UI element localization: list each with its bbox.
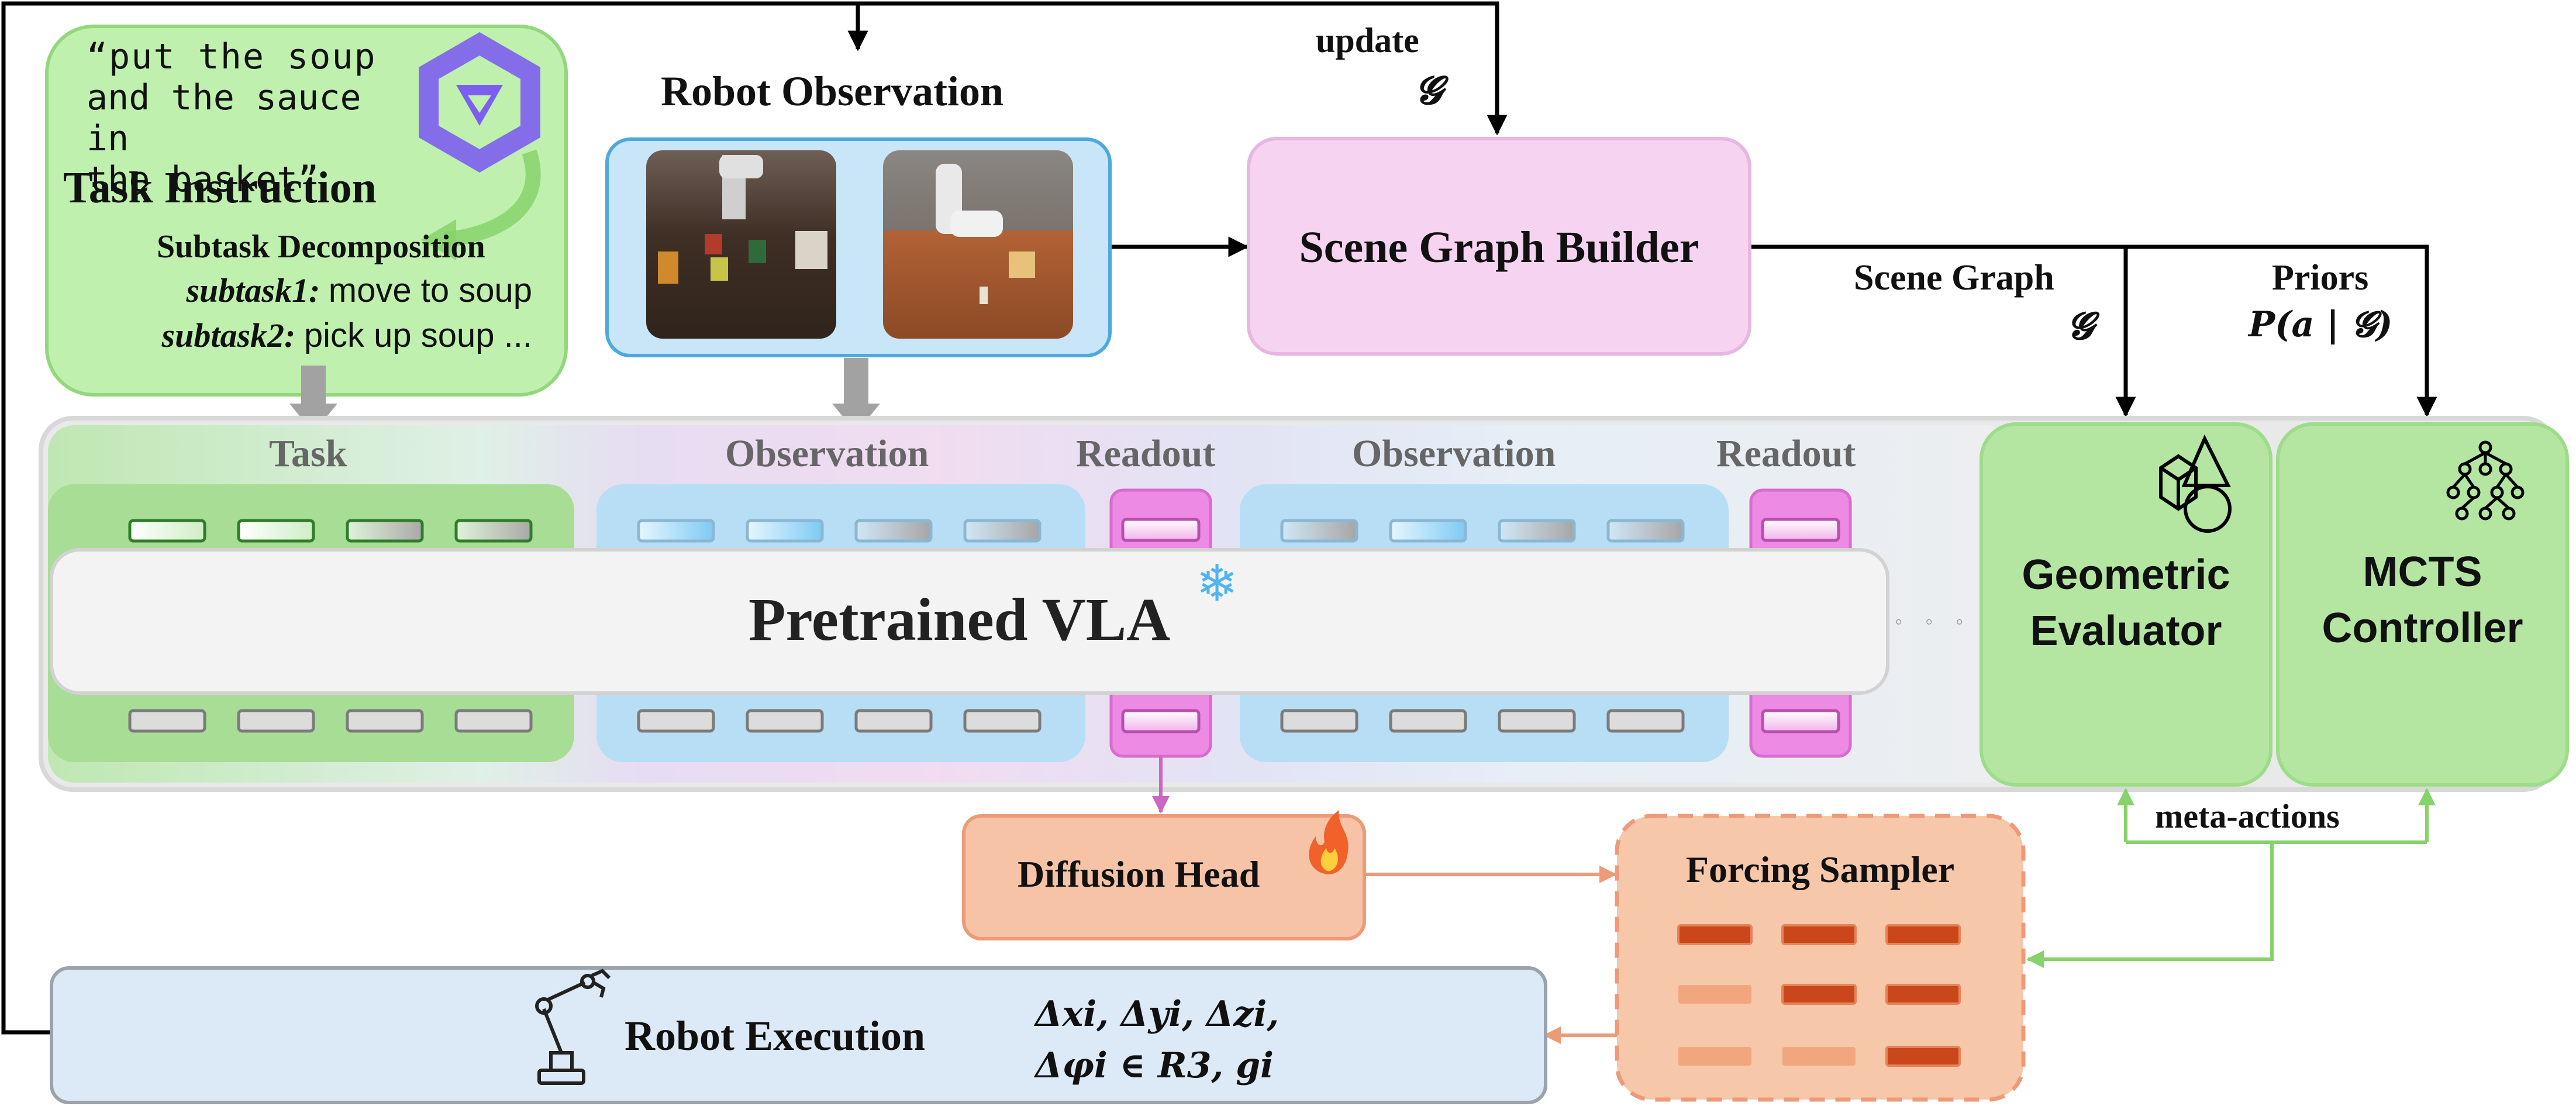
observation-tokens-top-2 — [1280, 519, 1685, 543]
geometric-evaluator-box — [1980, 422, 2272, 787]
mcts-controller-label: MCTS Controller — [2278, 544, 2567, 656]
vla-label-observation-2: Observation — [1352, 432, 1556, 475]
vla-label-readout-2: Readout — [1716, 432, 1856, 475]
task-quote-line-3: the basket” — [87, 159, 319, 200]
execution-formula-line-1: Δxi, Δyi, Δzi, — [1035, 994, 1280, 1035]
task-quote: “put the soup and the sauce in the baske… — [87, 36, 414, 200]
subtask-1-label: subtask1: — [186, 271, 320, 309]
subtask-2-label: subtask2: — [161, 316, 296, 354]
task-tokens-top — [128, 519, 533, 543]
vla-label-readout-1: Readout — [1076, 432, 1216, 475]
readout-token-bottom-2 — [1761, 709, 1840, 733]
green-curved-arrow-icon — [443, 149, 541, 247]
readout-token-top-1 — [1121, 518, 1201, 542]
update-label: update — [1316, 21, 1419, 60]
readout-token-top-2 — [1761, 518, 1840, 542]
observation-tokens-top-1 — [637, 519, 1042, 543]
readout-token-bottom-1 — [1121, 709, 1201, 733]
robot-execution-box — [50, 966, 1547, 1104]
meta-actions-label: meta-actions — [2155, 797, 2340, 835]
subtask-line-1: subtask1: move to soup — [186, 271, 532, 310]
observation-image-2 — [883, 150, 1073, 339]
task-quote-line-2: and the sauce in — [87, 77, 361, 159]
robot-observation-box — [605, 137, 1112, 357]
pretrained-vla-title: Pretrained VLA — [749, 586, 1171, 653]
mcts-controller-box — [2276, 422, 2569, 787]
geometric-evaluator-label: Geometric Evaluator — [1981, 547, 2271, 659]
geometric-evaluator-line-1: Geometric — [2022, 552, 2230, 598]
scene-graph-arrows — [1750, 244, 2437, 418]
pretrained-vla-bar — [50, 548, 1889, 695]
geometric-evaluator-line-2: Evaluator — [2030, 608, 2222, 654]
mcts-controller-line-1: MCTS — [2363, 549, 2482, 595]
vla-label-observation-1: Observation — [725, 432, 929, 475]
update-graph-symbol: 𝓖 — [1415, 67, 1443, 113]
subtask-2-text: pick up soup ... — [304, 316, 532, 354]
subtask-decomposition-title: Subtask Decomposition — [157, 229, 485, 265]
scene-graph-builder-box — [1247, 137, 1751, 356]
mcts-controller-line-2: Controller — [2322, 605, 2523, 652]
task-instruction-box — [45, 25, 568, 397]
subtask-line-2: subtask2: pick up soup ... — [162, 316, 532, 355]
vla-label-task: Task — [269, 432, 347, 475]
robot-observation-title: Robot Observation — [661, 68, 1004, 115]
task-instruction-title: Task Instruction — [63, 163, 377, 212]
scene-graph-symbol: 𝓖 — [2067, 304, 2094, 348]
subtask-1-text: move to soup — [328, 271, 532, 309]
vla-ellipsis: ◦ ◦ ◦ — [1895, 609, 1972, 634]
forcing-sampler-box — [1615, 814, 2026, 1102]
execution-formula-line-2: Δφi ∈ R3, gi — [1035, 1045, 1274, 1086]
observation-image-1 — [646, 150, 836, 339]
snowflake-icon: ❄ — [1196, 554, 1239, 613]
scene-graph-builder-label: Scene Graph Builder — [1299, 223, 1699, 272]
sampler-token-grid — [1677, 924, 1961, 1067]
robot-execution-label: Robot Execution — [625, 1012, 926, 1059]
robot-arm-icon — [535, 969, 611, 1085]
qwen-logo-icon — [419, 32, 540, 173]
task-quote-line-1: “put the soup — [87, 36, 377, 77]
scene-graph-label: Scene Graph — [1854, 258, 2054, 298]
diffusion-head-label: Diffusion Head — [1018, 853, 1260, 895]
shapes-icon — [2159, 434, 2232, 533]
priors-label: Priors — [2272, 258, 2369, 298]
feedback-loop-line — [1, 1, 1508, 1035]
fire-icon — [1309, 810, 1349, 874]
diffusion-head-box — [962, 814, 1366, 940]
robot-execution-formula: Δxi, Δyi, Δzi, Δφi ∈ R3, gi — [1035, 988, 1279, 1091]
forcing-sampler-label: Forcing Sampler — [1685, 849, 1955, 890]
meta-actions-connector — [2026, 788, 2436, 968]
priors-formula: P(a | 𝓖) — [2249, 304, 2393, 345]
tree-icon — [2446, 440, 2525, 521]
tokens-bottom-row — [128, 709, 1685, 733]
